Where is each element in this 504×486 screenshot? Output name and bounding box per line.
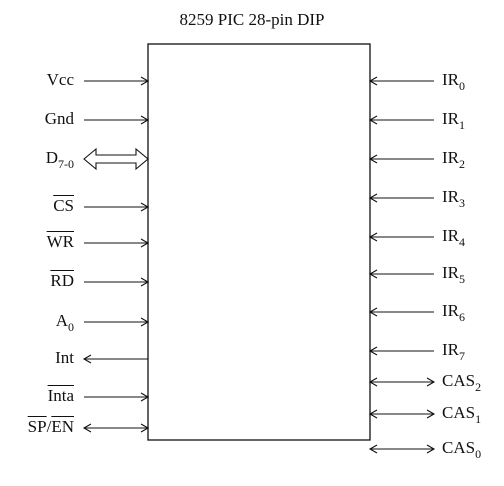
right-pin-wire — [368, 307, 434, 317]
right-pin-wire — [368, 154, 434, 164]
pin-subscript: 3 — [459, 196, 465, 210]
left-pin-wire — [82, 354, 148, 364]
right-pin-label: IR7 — [442, 340, 465, 363]
pin-name: CAS — [442, 371, 476, 390]
right-pin-wire — [368, 76, 434, 86]
right-pin-wire — [368, 232, 434, 242]
pin-name: SP — [27, 417, 47, 436]
right-pin-label: CAS2 — [442, 371, 482, 394]
pin-name: RD — [50, 271, 74, 290]
pin-subscript: 2 — [475, 380, 482, 394]
right-pin-label: IR2 — [442, 148, 465, 171]
left-pin-wire — [84, 115, 150, 125]
left-pin-wire — [84, 202, 150, 212]
left-pin-label: WR — [0, 232, 74, 252]
left-pin-label: CS — [0, 196, 74, 216]
right-pin-wire — [368, 346, 434, 356]
pin-name: Gnd — [44, 109, 74, 128]
pin-subscript: 0 — [68, 320, 74, 334]
right-pin-label: IR3 — [442, 187, 465, 210]
left-pin-label: Int — [0, 348, 74, 368]
pin-wires — [82, 76, 436, 454]
left-pin-label: SP/EN — [0, 417, 74, 437]
left-pin-wire — [84, 76, 150, 86]
right-pin-wire — [368, 377, 436, 387]
right-pin-wire — [368, 115, 434, 125]
left-pin-wire — [84, 238, 150, 248]
left-pin-label: RD — [0, 271, 74, 291]
pin-name: IR — [442, 301, 459, 320]
pin-name: CS — [53, 196, 74, 215]
left-pin-label: Vcc — [0, 70, 74, 90]
left-pin-wire — [84, 317, 150, 327]
pin-subscript: 7-0 — [58, 157, 74, 171]
left-pin-wire — [84, 392, 150, 402]
chip-title: 8259 PIC 28-pin DIP — [179, 10, 325, 29]
pin-name: IR — [442, 148, 459, 167]
left-pin-label: D7-0 — [0, 148, 74, 171]
pin-name: IR — [442, 263, 459, 282]
right-pin-label: CAS1 — [442, 403, 482, 426]
pin-name: Inta — [47, 386, 74, 405]
pin-name: Vcc — [46, 70, 74, 89]
pin-name: D — [45, 148, 58, 167]
pin-subscript: 2 — [459, 157, 465, 171]
pin-name: IR — [442, 109, 459, 128]
pin-subscript: 0 — [475, 447, 482, 461]
pin-name: IR — [442, 70, 459, 89]
left-pin-wire — [82, 423, 150, 433]
chip-body — [147, 43, 371, 441]
left-pin-label: Gnd — [0, 109, 74, 129]
pin-name: IR — [442, 187, 459, 206]
right-pin-wire — [368, 193, 434, 203]
pin-subscript: 1 — [459, 118, 465, 132]
left-pin-label: Inta — [0, 386, 74, 406]
pin-subscript: 6 — [459, 310, 465, 324]
right-pin-label: IR0 — [442, 70, 465, 93]
right-pin-label: IR6 — [442, 301, 465, 324]
left-pin-wire — [83, 147, 149, 171]
right-pin-label: CAS0 — [442, 438, 482, 461]
pin-subscript: 4 — [459, 235, 465, 249]
pin-name: A — [55, 311, 68, 330]
pin-subscript: 5 — [459, 272, 465, 286]
right-pin-label: IR5 — [442, 263, 465, 286]
right-pin-wire — [368, 444, 436, 454]
left-pin-label: A0 — [0, 311, 74, 334]
pin-name: IR — [442, 226, 459, 245]
pin-name: CAS — [442, 438, 476, 457]
pin-separator: / — [46, 417, 52, 436]
right-pin-label: IR4 — [442, 226, 465, 249]
pin-name: IR — [442, 340, 459, 359]
right-pin-wire — [368, 409, 436, 419]
pin-subscript: 1 — [475, 412, 482, 426]
left-pin-wire — [84, 277, 150, 287]
pin-name: Int — [55, 348, 74, 367]
pin-name: EN — [51, 417, 74, 436]
pin-name: CAS — [442, 403, 476, 422]
pin-subscript: 0 — [459, 79, 465, 93]
right-pin-label: IR1 — [442, 109, 465, 132]
pin-name: WR — [46, 232, 74, 251]
right-pin-wire — [368, 269, 434, 279]
pin-subscript: 7 — [459, 349, 465, 363]
